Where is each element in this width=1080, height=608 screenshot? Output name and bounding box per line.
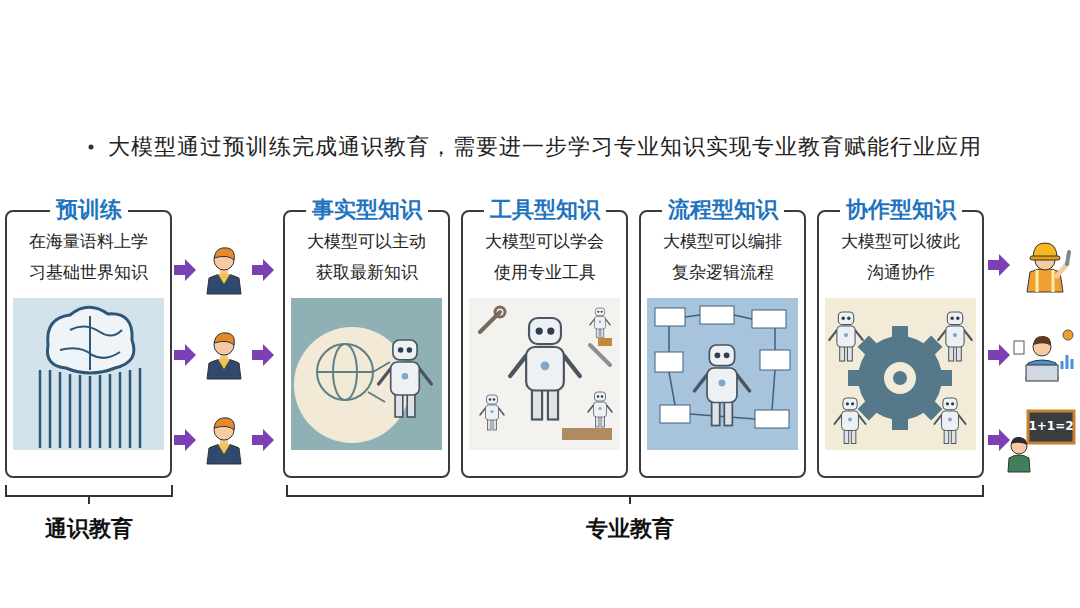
office-worker-icon [1014,341,1024,354]
teacher-icon [1011,437,1027,445]
tool-robot-illustration [590,345,610,365]
robot-figure [834,398,865,444]
bracket [6,485,172,504]
box-description: 大模型可以编排复杂逻辑流程 [659,226,787,288]
teacher-icon [1008,411,1074,472]
bracket [287,485,983,504]
process-robot-illustration [647,298,798,450]
teacher-icon [1008,455,1030,472]
worker-icon [1067,252,1069,264]
box-description: 大模型可以学会使用专业工具 [481,226,609,288]
tool-robot-illustration [469,298,620,450]
purple-arrow [174,344,196,366]
collaboration-illustration [848,326,952,430]
bullet-dot [89,145,94,150]
purple-arrow [252,429,274,451]
chalkboard-text: 1+1=2 [1028,411,1074,441]
collaboration-illustration [825,298,976,450]
box-heading: 流程型知识 [662,197,784,223]
box-heading: 协作型知识 [840,197,962,223]
purple-arrow [252,344,274,366]
robot-figure [829,312,863,361]
worker-icon [1037,270,1053,292]
knowledge-box: 协作型知识大模型可以彼此沟通协作 [817,210,984,478]
office-worker-icon [1063,330,1073,340]
tool-robot-illustration [562,428,612,440]
process-robot-illustration [655,352,683,372]
purple-arrow [988,344,1010,366]
process-robot-illustration [700,306,734,324]
slide-title: 大模型通过预训练完成通识教育，需要进一步学习专业知识实现专业教育赋能行业应用 [108,132,982,162]
bracket-label: 专业教育 [586,514,674,544]
box-description: 在海量语料上学习基础世界知识 [25,226,153,288]
knowledge-box: 工具型知识大模型可以学会使用专业工具 [461,210,628,478]
fact-robot-illustration [291,298,442,450]
worker-icon [1027,243,1069,292]
office-worker-icon [1062,355,1072,369]
office-worker-icon [1026,365,1058,381]
tool-robot-illustration [469,298,620,450]
box-description: 大模型可以彼此沟通协作 [837,226,965,288]
fact-robot-illustration [317,344,373,400]
box-heading: 预训练 [50,197,128,223]
knowledge-box: 流程型知识大模型可以编排复杂逻辑流程 [639,210,806,478]
purple-arrow [988,429,1010,451]
fact-robot-illustration [317,371,373,373]
brain-illustration [47,307,134,373]
process-robot-illustration [752,310,786,328]
purple-arrow [252,259,274,281]
robot-figure [590,308,610,337]
office-worker-icon [1014,330,1073,381]
brain-illustration [60,316,122,370]
box-description: 大模型可以主动获取最新知识 [303,226,431,288]
student-icon [207,248,241,294]
brain-illustration [40,368,140,448]
tool-robot-illustration [598,338,612,346]
collaboration-illustration [893,371,907,385]
robot-figure [588,392,612,427]
robot-figure [480,395,504,430]
robot-figure [510,318,580,420]
tool-robot-illustration [495,307,505,317]
collaboration-illustration [825,298,976,450]
student-icon [207,333,241,379]
brain-illustration [13,298,164,450]
box-heading: 工具型知识 [484,197,606,223]
purple-arrow [174,259,196,281]
robot-figure [934,398,965,444]
process-robot-illustration [755,410,789,428]
robot-figure [379,340,432,417]
process-robot-illustration [655,308,685,326]
office-worker-icon [1033,336,1051,346]
process-robot-illustration [660,405,690,423]
knowledge-box: 预训练在海量语料上学习基础世界知识 [5,210,172,478]
purple-arrow [174,429,196,451]
worker-icon [1030,256,1060,260]
collaboration-illustration [858,336,942,420]
process-robot-illustration [760,350,790,370]
bracket-label: 通识教育 [45,514,133,544]
robot-figure [938,312,972,361]
brain-illustration [13,298,164,450]
student-icon [207,418,241,464]
worker-icon [1057,264,1067,276]
box-heading: 事实型知识 [306,197,428,223]
robot-figure [694,345,749,426]
collaboration-illustration [884,362,916,394]
process-robot-illustration [669,315,775,419]
fact-robot-illustration [291,298,442,450]
purple-arrow [988,254,1010,276]
teacher-icon [1028,411,1074,443]
process-robot-illustration [647,298,798,450]
knowledge-box: 事实型知识大模型可以主动获取最新知识 [283,210,450,478]
